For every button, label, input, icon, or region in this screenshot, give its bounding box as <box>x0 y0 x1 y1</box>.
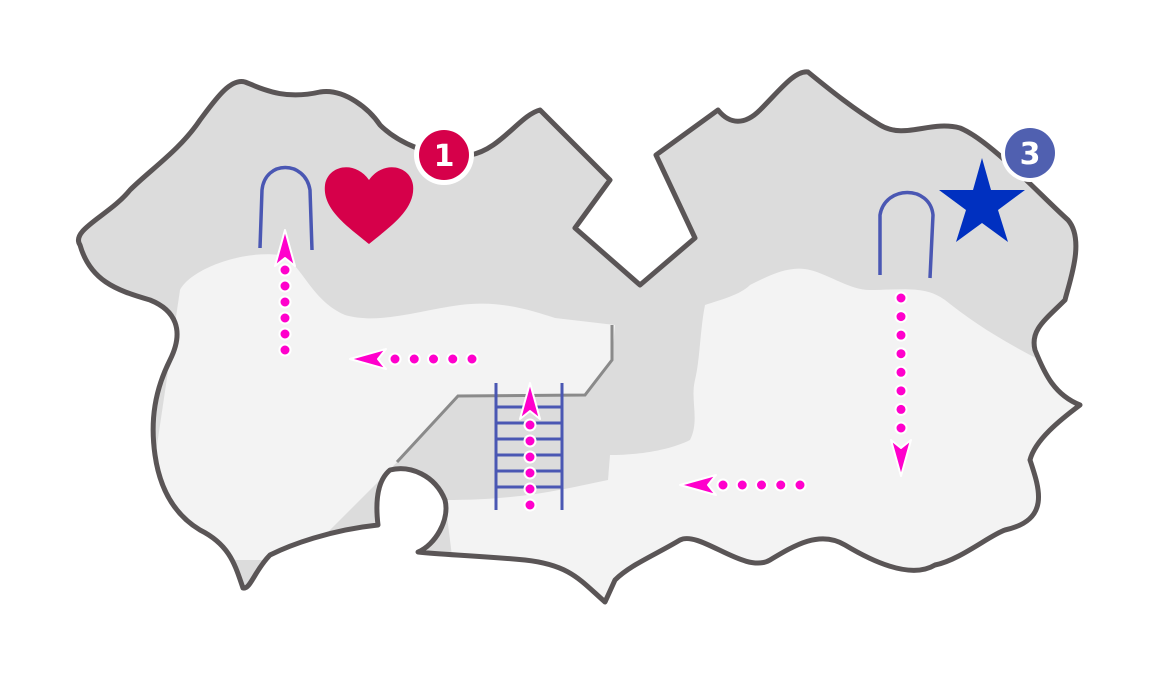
path-dot <box>755 478 768 492</box>
path-dot <box>894 291 908 305</box>
path-dot <box>278 263 292 277</box>
path-dot <box>523 498 537 512</box>
path-dot <box>446 352 460 366</box>
badge-three-label: 3 <box>1020 137 1041 172</box>
arrow-up-left-door <box>274 229 296 357</box>
path-dot <box>523 466 537 480</box>
heart-icon <box>324 167 414 244</box>
lower-floor-region <box>140 254 1081 602</box>
ledge-line <box>395 325 614 464</box>
path-dot <box>793 478 807 492</box>
door-arch-right <box>878 190 935 279</box>
star-icon <box>939 158 1025 242</box>
path-dot <box>774 478 788 492</box>
path-dot <box>894 421 908 435</box>
light-floor <box>140 254 615 561</box>
path-dot <box>523 418 537 432</box>
badge-one-label: 1 <box>434 139 455 174</box>
path-dot <box>278 279 292 293</box>
path-dot <box>894 384 908 398</box>
badge-one: 1 <box>414 125 474 185</box>
door-arch-left <box>258 165 314 251</box>
path-dot <box>427 352 440 366</box>
path-dot <box>894 328 908 342</box>
arrow-up-ladder <box>519 382 541 512</box>
arrow-head <box>274 229 296 267</box>
path-dot <box>407 352 421 366</box>
path-dot <box>278 311 292 325</box>
path-dot <box>735 478 749 492</box>
path-dot <box>278 343 292 357</box>
path-dot <box>523 434 537 448</box>
path-arrows <box>274 229 912 512</box>
light-floor-right <box>445 268 1081 602</box>
arrow-head <box>679 474 717 496</box>
arrow-head <box>519 382 541 420</box>
badge-three: 3 <box>1001 124 1059 182</box>
path-dot <box>523 482 537 496</box>
path-dot <box>523 450 537 464</box>
arrow-left-ledge <box>349 348 479 370</box>
path-dot <box>716 478 730 492</box>
path-dot <box>278 295 292 309</box>
path-dot <box>894 310 908 324</box>
arrow-right-door-down <box>890 291 912 477</box>
path-dot <box>894 347 908 361</box>
arrow-left-lower <box>679 474 807 496</box>
arrow-head <box>349 348 387 370</box>
path-dot <box>278 327 292 341</box>
arrow-head <box>890 439 912 477</box>
path-dot <box>465 352 479 366</box>
path-dot <box>388 352 402 366</box>
path-dot <box>894 365 908 379</box>
path-dot <box>894 402 908 416</box>
